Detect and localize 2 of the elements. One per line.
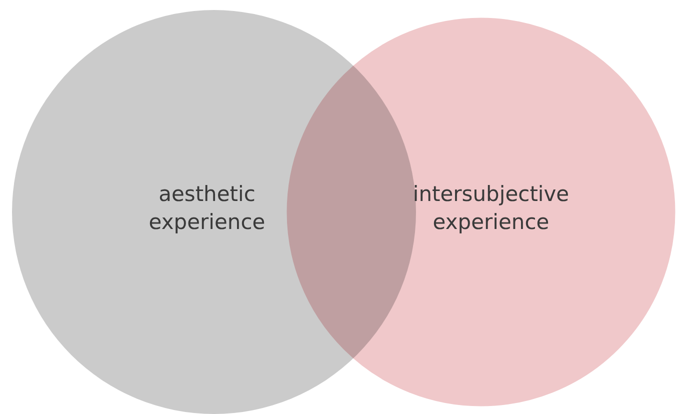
circle-label: intersubjective experience <box>412 181 570 236</box>
circle-label: aesthetic experience <box>148 181 266 236</box>
